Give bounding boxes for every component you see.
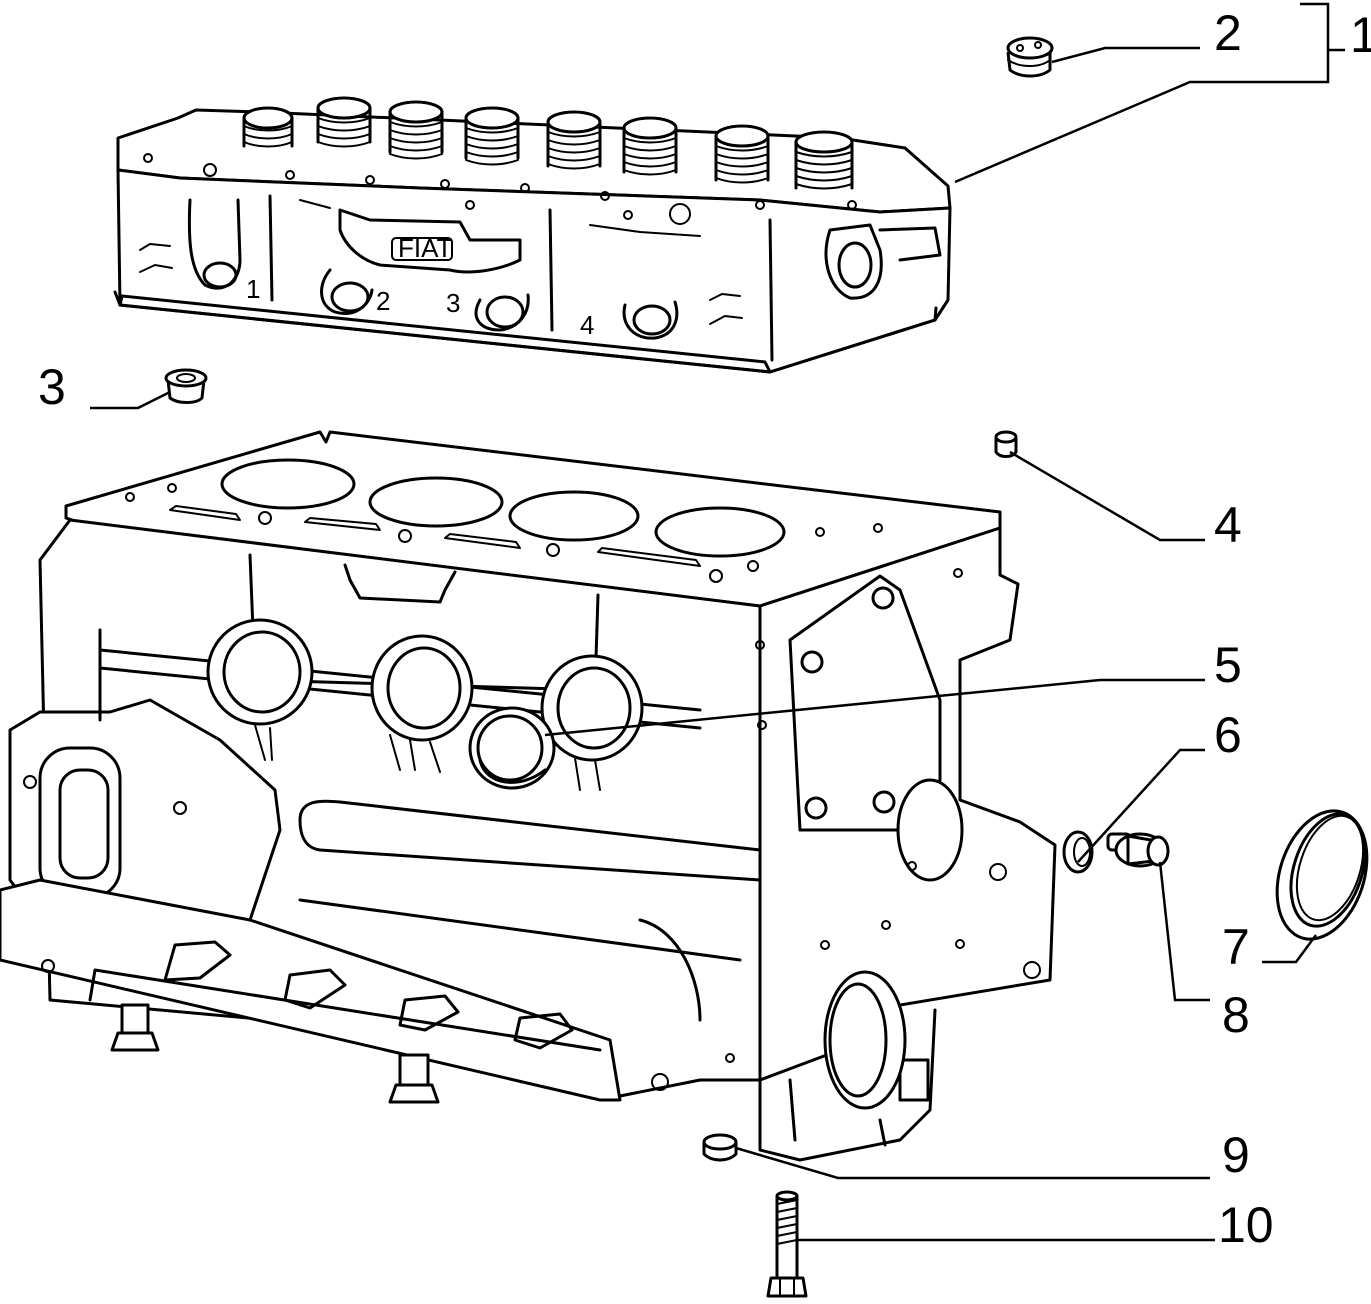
callout-5: 5	[1214, 637, 1242, 693]
cylinder-number-4: 4	[580, 310, 594, 340]
engine-block	[0, 430, 1057, 1162]
part-6-ring	[1062, 830, 1094, 874]
callout-labels: 1 2 3 4 5 6 7 8 9 10	[38, 5, 1371, 1253]
callout-2: 2	[1214, 5, 1242, 61]
block-bolts	[110, 1003, 930, 1104]
callout-4: 4	[1214, 497, 1242, 553]
part-2-plug	[1006, 36, 1054, 78]
part-3-plug	[164, 368, 208, 404]
cylinder-head: FIAT	[113, 96, 952, 374]
part-10-bolt	[766, 1190, 808, 1298]
part-5-bushing	[468, 706, 556, 790]
block-deck-holes	[125, 483, 883, 583]
cylinder-number-3: 3	[446, 288, 460, 318]
cylinder-number-2: 2	[376, 286, 390, 316]
callout-7: 7	[1222, 919, 1250, 975]
callout-6: 6	[1214, 707, 1242, 763]
callout-8: 8	[1222, 987, 1250, 1043]
callout-3: 3	[38, 359, 66, 415]
block-end-holes	[651, 568, 1041, 1091]
casting-mark: FIAT	[398, 233, 453, 263]
part-8-plug	[1106, 832, 1170, 868]
head-deck-holes	[143, 153, 857, 225]
callout-9: 9	[1222, 1127, 1250, 1183]
part-7-seal	[1275, 809, 1369, 941]
valve-springs	[242, 96, 854, 190]
callout-10: 10	[1218, 1197, 1274, 1253]
cylinder-number-1: 1	[246, 274, 260, 304]
leader-lines	[90, 2, 1345, 1242]
part-9-cap	[702, 1133, 738, 1162]
callout-1: 1	[1350, 7, 1371, 63]
